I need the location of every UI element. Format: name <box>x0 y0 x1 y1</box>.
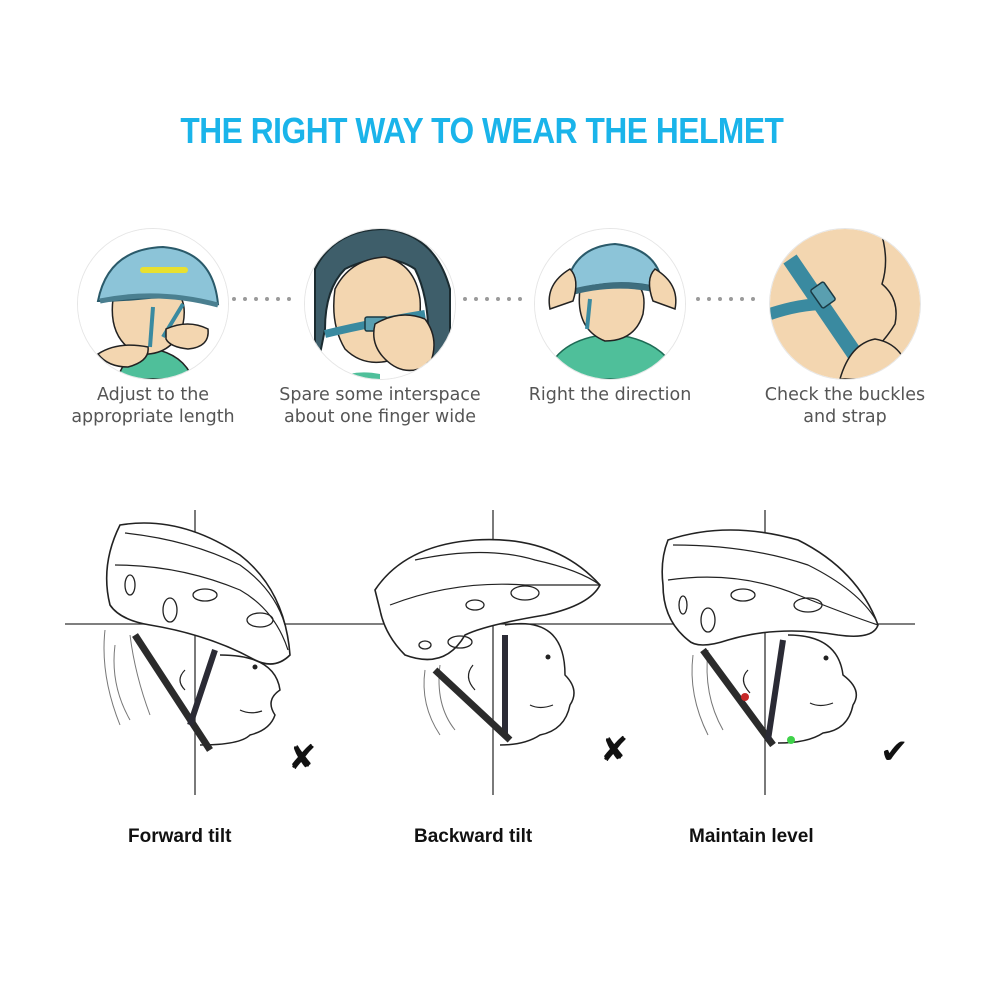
step-label: Spare some interspace about one finger w… <box>265 384 495 428</box>
wrong-mark-icon: ✘ <box>600 730 629 770</box>
step-finger-gap: Spare some interspace about one finger w… <box>265 228 495 428</box>
step-label-line1: Adjust to the <box>96 385 210 405</box>
step-connector-dots <box>696 297 755 301</box>
step-connector-dots <box>463 297 522 301</box>
check-buckle-illustration-icon <box>769 228 921 380</box>
step-connector-dots <box>232 297 291 301</box>
caption-maintain-level: Maintain level <box>689 826 814 847</box>
wrong-mark-icon: ✘ <box>288 738 317 778</box>
caption-forward-tilt: Forward tilt <box>128 826 232 847</box>
maintain-level-figure <box>648 505 888 795</box>
finger-gap-illustration-icon <box>304 228 456 380</box>
step-adjust-length: Adjust to the appropriate length <box>38 228 268 428</box>
step-right-direction: Right the direction <box>495 228 725 406</box>
step-label-line1: Check the buckles <box>764 385 926 405</box>
step-label-line2: about one finger wide <box>284 407 476 427</box>
correct-checkmark-icon: ✔ <box>880 732 909 772</box>
backward-tilt-figure <box>365 505 625 795</box>
caption-backward-tilt: Backward tilt <box>414 826 533 847</box>
adjust-strap-illustration-icon <box>77 228 229 380</box>
step-label-line1: Spare some interspace <box>279 385 481 405</box>
step-label: Adjust to the appropriate length <box>38 384 268 428</box>
page-title: THE RIGHT WAY TO WEAR THE HELMET <box>180 110 784 151</box>
step-label-line2: and strap <box>803 407 887 427</box>
step-label-line1: Right the direction <box>528 385 692 405</box>
forward-tilt-figure <box>90 505 330 795</box>
step-label-line2: appropriate length <box>71 407 235 427</box>
step-check-buckles: Check the buckles and strap <box>730 228 960 428</box>
align-helmet-illustration-icon <box>534 228 686 380</box>
step-label: Check the buckles and strap <box>730 384 960 428</box>
step-label: Right the direction <box>495 384 725 406</box>
